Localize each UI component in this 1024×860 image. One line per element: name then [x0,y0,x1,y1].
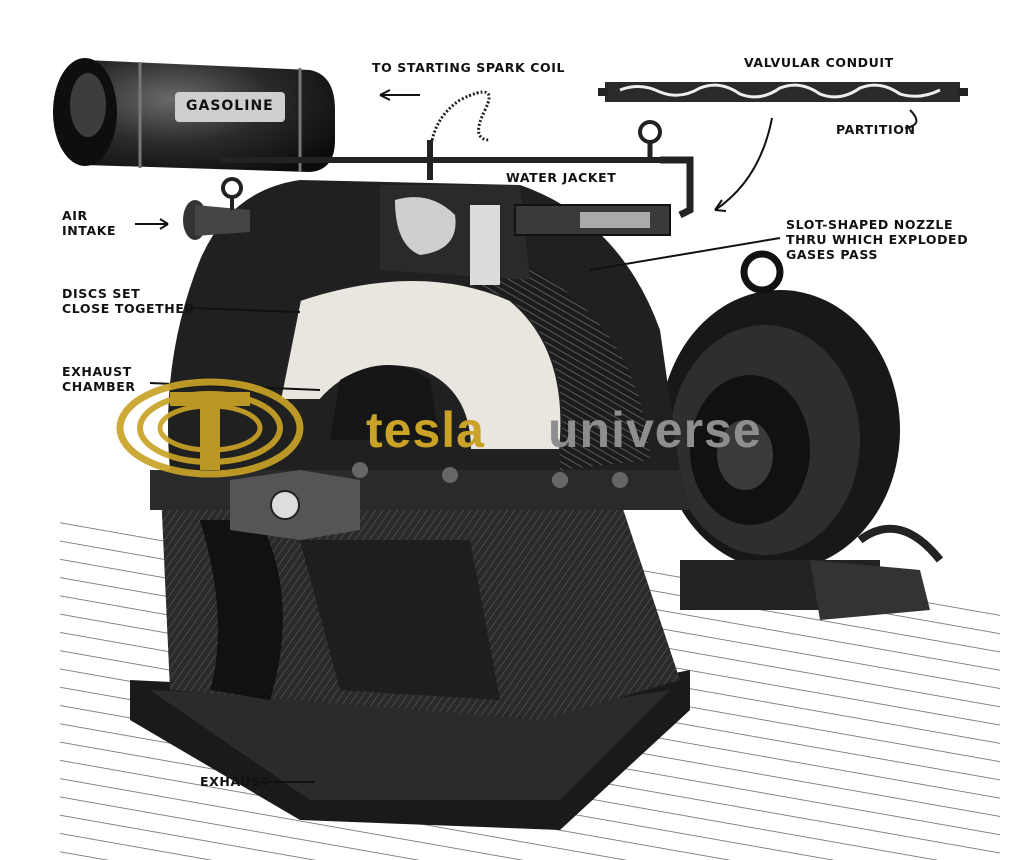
label-discs-set-line2: CLOSE TOGETHER [62,301,195,316]
label-valvular-conduit: VALVULAR CONDUIT [744,55,894,70]
label-exhaust-chamber-line2: CHAMBER [62,379,136,394]
label-air-intake-line1: AIR [62,208,88,223]
label-slot-nozzle-line3: GASES PASS [786,247,878,262]
watermark-word-universe: universe [548,402,762,458]
label-gasoline: GASOLINE [186,98,274,114]
label-air-intake: AIR INTAKE [62,208,116,238]
label-exhaust: EXHAUST [200,774,270,789]
label-discs-set: DISCS SET CLOSE TOGETHER [62,286,195,316]
label-air-intake-line2: INTAKE [62,223,117,238]
leader-lines [135,89,918,783]
label-slot-shaped-nozzle: SLOT-SHAPED NOZZLE THRU WHICH EXPLODED G… [786,217,968,262]
watermark-logo [116,378,304,478]
label-slot-nozzle-line2: THRU WHICH EXPLODED [786,232,969,247]
label-discs-set-line1: DISCS SET [62,286,141,301]
generator [660,250,944,620]
label-water-jacket: WATER JACKET [506,170,617,185]
turbine-casing [130,180,690,830]
watermark-word-tesla: tesla [366,402,485,458]
label-slot-nozzle-line1: SLOT-SHAPED NOZZLE [786,217,954,232]
gasoline-tank [53,58,335,172]
label-exhaust-chamber-line1: EXHAUST [62,364,132,379]
air-intake-valve [183,177,250,240]
label-partition: PARTITION [836,122,916,137]
label-to-starting-spark-coil: TO STARTING SPARK COIL [372,60,566,75]
fuel-pipe [220,90,694,236]
label-exhaust-chamber: EXHAUST CHAMBER [62,364,136,394]
valvular-conduit [598,82,968,102]
